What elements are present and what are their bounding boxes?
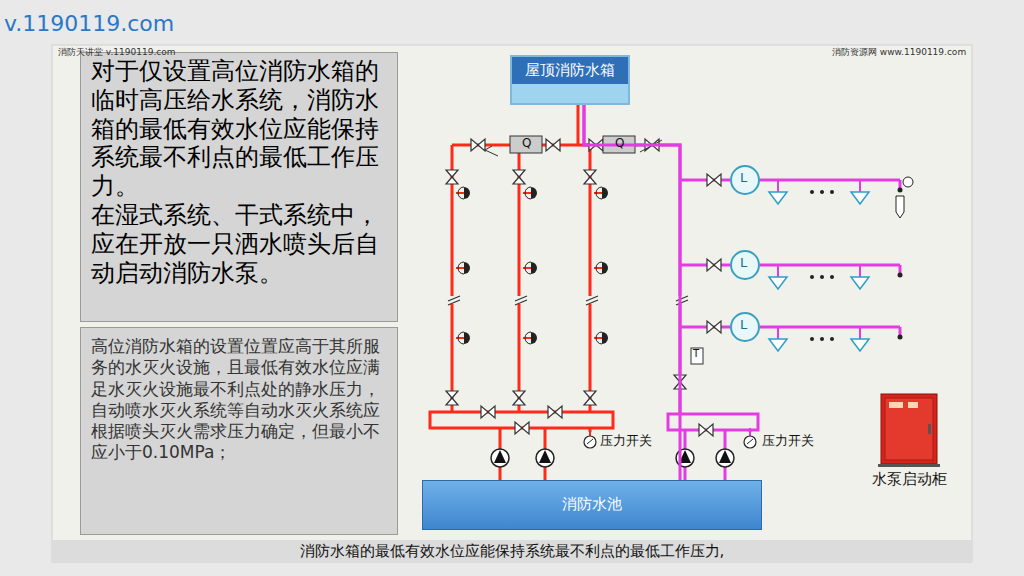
- sprinkler-head: [531, 262, 537, 274]
- cabinet-label: 水泵启动柜: [848, 390, 970, 490]
- ellipsis-dot: [830, 275, 834, 279]
- ellipsis-dot: [810, 275, 814, 279]
- ellipsis-dot: [830, 190, 834, 194]
- valve-symbol: [707, 259, 721, 271]
- valve-symbol: [699, 424, 713, 436]
- sprinkler-pendant: [769, 192, 787, 204]
- test-valve: [896, 196, 904, 218]
- gauge: [903, 177, 913, 187]
- pump-symbol: [716, 449, 734, 467]
- note-panel: 高位消防水箱的设置位置应高于其所服务的水灭火设施，且最低有效水位应满足水灭火设施…: [80, 327, 398, 535]
- valve-letter: L: [740, 318, 747, 332]
- pump-symbol: [536, 449, 554, 467]
- valve-symbol: [446, 391, 458, 405]
- sprinkler-pendant: [851, 192, 869, 204]
- pump-control-cabinet: 水泵启动柜: [848, 390, 970, 494]
- valve-symbol: [546, 139, 560, 151]
- valve-symbol: [446, 170, 458, 184]
- sprinkler-head: [531, 332, 537, 344]
- pipe: [577, 105, 580, 145]
- sprinkler-pendant: [769, 277, 787, 289]
- ellipsis-dot: [820, 337, 824, 341]
- source-note: 消防天讲堂 v.1190119.com: [58, 48, 176, 58]
- sprinkler-head: [602, 187, 608, 199]
- sprinkler-head: [464, 262, 470, 274]
- supply-pipe: [584, 105, 680, 480]
- source-note: 消防资源网 www.1190119.com: [832, 48, 966, 58]
- caption: 消防水箱的最低有效水位应能保持系统最不利点的最低工作压力,: [52, 542, 972, 560]
- sprinkler-head: [464, 187, 470, 199]
- sprinkler-head: [602, 262, 608, 274]
- valve-symbol: [707, 174, 721, 186]
- pipe: [680, 264, 730, 267]
- pipe: [518, 145, 521, 413]
- valve-symbol: [481, 406, 495, 418]
- manifold: [430, 412, 613, 428]
- sprinkler-pendant: [851, 339, 869, 351]
- ellipsis-dot: [820, 275, 824, 279]
- ellipsis-dot: [820, 190, 824, 194]
- flow-switch: [691, 348, 703, 364]
- break-mark: [448, 296, 460, 305]
- break-mark: [676, 296, 688, 305]
- pipe: [680, 179, 730, 182]
- valve-symbol: [515, 422, 529, 434]
- ellipsis-dot: [830, 337, 834, 341]
- valve-letter: L: [740, 171, 747, 185]
- pipe: [680, 326, 730, 329]
- valve-symbol: [707, 321, 721, 333]
- break-mark: [515, 296, 527, 305]
- sprinkler-pendant: [769, 339, 787, 351]
- ellipsis-dot: [810, 190, 814, 194]
- pressure-switch-label: 压力开关: [762, 434, 814, 448]
- cabinet-drawing: [848, 390, 970, 468]
- watermark: v.1190119.com: [4, 12, 174, 36]
- break-mark: [586, 296, 598, 305]
- valve-body: [731, 313, 759, 341]
- node-label: 消防水池: [562, 495, 622, 515]
- sprinkler-head: [602, 332, 608, 344]
- valve-letter: L: [740, 256, 747, 270]
- valve-symbol: [548, 406, 562, 418]
- valve-body: [731, 166, 759, 194]
- switch-letter: T: [693, 348, 699, 359]
- pipe: [760, 326, 900, 329]
- meter-letter: Q: [615, 137, 624, 150]
- node-label: 屋顶消防水箱: [512, 57, 628, 81]
- paragraph: 在湿式系统、干式系统中，应在开放一只洒水喷头后自动启动消防水泵。: [91, 201, 387, 287]
- paragraph: 对于仅设置高位消防水箱的临时高压给水系统，消防水箱的最低有效水位应能保持系统最不…: [91, 57, 387, 201]
- sprinkler-pendant: [851, 277, 869, 289]
- pipe: [589, 145, 592, 413]
- paragraph: 高位消防水箱的设置位置应高于其所服务的水灭火设施，且最低有效水位应满足水灭火设施…: [91, 336, 387, 464]
- fire-water-pool: 消防水池: [422, 480, 762, 530]
- pipe: [760, 179, 900, 182]
- valve-symbol: [471, 139, 485, 151]
- pipe: [760, 264, 900, 267]
- text-panel: 对于仅设置高位消防水箱的临时高压给水系统，消防水箱的最低有效水位应能保持系统最不…: [80, 52, 398, 322]
- valve-symbol: [513, 391, 525, 405]
- ellipsis-dot: [810, 337, 814, 341]
- valve-symbol: [513, 170, 525, 184]
- meter-letter: Q: [522, 137, 531, 150]
- pressure-switch-label: 压力开关: [600, 434, 652, 448]
- valve-symbol: [584, 391, 596, 405]
- pipe: [584, 105, 680, 415]
- roof-water-tank: 屋顶消防水箱: [510, 55, 630, 105]
- sprinkler-head: [531, 187, 537, 199]
- sprinkler-head: [464, 332, 470, 344]
- valve-body: [731, 251, 759, 279]
- flow-meter: [510, 136, 542, 153]
- pipe: [451, 145, 454, 413]
- pump-symbol: [491, 449, 509, 467]
- pressure-switch: [744, 436, 756, 448]
- valve-symbol: [584, 170, 596, 184]
- pressure-switch: [584, 436, 596, 448]
